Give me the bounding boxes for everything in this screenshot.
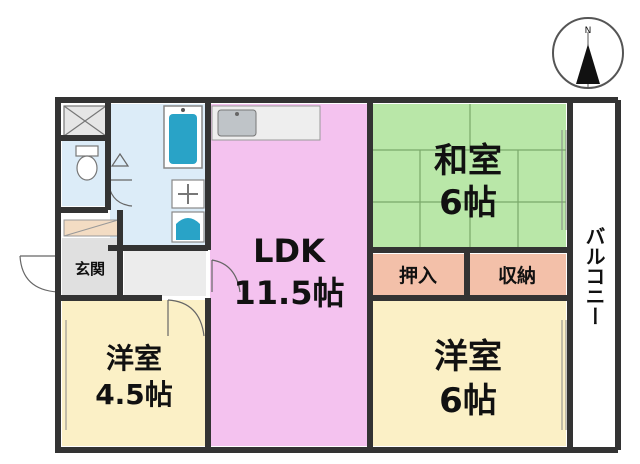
tatami-grid xyxy=(372,104,566,250)
yoshitsu-large-name: 洋室 xyxy=(434,337,502,377)
ldk-size: 11.5帖 xyxy=(234,274,345,312)
yoshitsu-large-fill xyxy=(372,300,566,446)
ldk-name: LDK xyxy=(253,232,326,270)
oshiire-label: 押入 xyxy=(399,264,437,287)
storage-x-icon xyxy=(63,105,107,137)
washitsu-name: 和室 xyxy=(434,141,502,181)
washbasin-icon xyxy=(171,179,205,209)
washitsu-fill xyxy=(372,104,566,250)
washing-machine-icon xyxy=(171,211,205,243)
compass-north-label: N xyxy=(585,26,592,36)
ldk-fill xyxy=(210,104,370,446)
oshiire-fill xyxy=(372,254,465,296)
washitsu-size: 6帖 xyxy=(439,183,497,223)
yoshitsu-small-name: 洋室 xyxy=(106,342,162,375)
balcony-label: バルコニー xyxy=(582,226,606,326)
walls xyxy=(55,97,573,453)
genkan-step xyxy=(63,219,119,237)
yoshitsu-small-fill xyxy=(62,300,206,446)
toilet-icon xyxy=(75,145,99,181)
kitchen-sink-icon xyxy=(211,105,321,141)
shuno-fill xyxy=(469,254,566,296)
balcony-fill xyxy=(570,100,618,446)
balcony-outline xyxy=(570,97,621,453)
yoshitsu-small-size: 4.5帖 xyxy=(95,378,173,411)
shuno-label: 収納 xyxy=(498,264,536,287)
compass-icon: N xyxy=(552,17,624,89)
bathtub-icon xyxy=(163,105,203,169)
genkan-label: 玄関 xyxy=(75,260,105,278)
door-swing-icon xyxy=(19,152,241,337)
hall-fill xyxy=(124,250,206,296)
yoshitsu-large-size: 6帖 xyxy=(439,381,497,421)
